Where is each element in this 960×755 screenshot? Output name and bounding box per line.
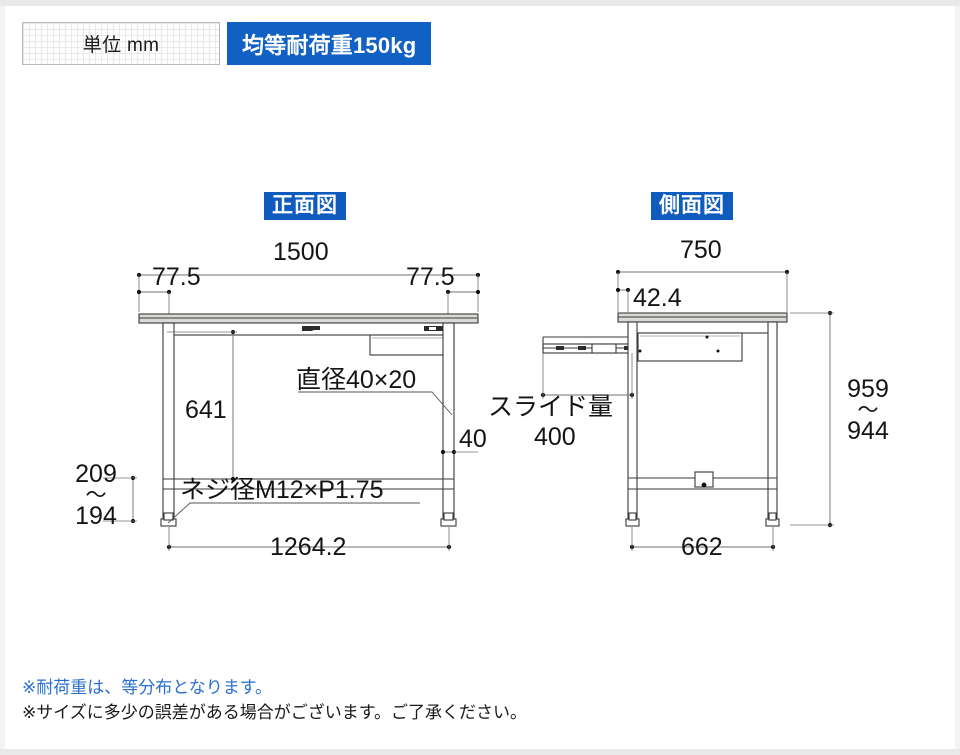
unit-badge-label: 単位 mm xyxy=(82,35,160,56)
side-dim-959-944 xyxy=(790,310,834,528)
side-view-geometry xyxy=(540,269,834,551)
side-callout-slide: スライド量 xyxy=(488,393,614,421)
page-left-rail xyxy=(0,6,5,749)
load-capacity-badge: 均等耐荷重150kg xyxy=(227,22,432,65)
unit-badge: 単位 mm xyxy=(22,22,220,65)
side-dim-424 xyxy=(615,287,631,312)
front-dim-label-775-right: 77.5 xyxy=(406,263,455,291)
header-badges: 単位 mm 均等耐荷重150kg xyxy=(22,22,432,65)
front-leader-caster xyxy=(298,391,453,416)
front-dim-label-40: 40 xyxy=(459,425,487,453)
total-height-max: 959 xyxy=(847,375,889,403)
side-dim-label-400: 400 xyxy=(534,423,576,451)
range-tilde-front: ～ xyxy=(85,484,107,507)
front-dim-label-1264: 1264.2 xyxy=(270,533,347,561)
front-dim-775-right xyxy=(445,289,481,315)
front-view-geometry xyxy=(103,272,481,551)
side-dim-label-height-range: 959 ～ 944 xyxy=(836,375,900,446)
footnote-load-distribution: ※耐荷重は、等分布となります。 xyxy=(22,678,273,697)
front-view-title: 正面図 xyxy=(264,192,346,220)
side-dim-label-424: 42.4 xyxy=(633,284,682,312)
side-dim-label-662: 662 xyxy=(681,533,723,561)
front-dim-209-194 xyxy=(103,475,137,524)
front-callout-caster: 直径40×20 xyxy=(296,366,417,394)
front-dim-1264 xyxy=(166,527,452,551)
side-view-title: 側面図 xyxy=(651,192,733,220)
range-tilde-side: ～ xyxy=(857,399,879,422)
foot-height-min: 194 xyxy=(75,502,117,531)
page-bottom-band xyxy=(0,749,960,755)
front-dim-641 xyxy=(167,329,237,482)
front-hardware-marks xyxy=(302,326,446,331)
front-leader-thread xyxy=(167,502,420,524)
front-callout-thread: ネジ径M12×P1.75 xyxy=(180,476,384,504)
total-height-min: 944 xyxy=(847,417,889,446)
footnote-size-tolerance: ※サイズに多少の誤差がある場合がございます。ご了承ください。 xyxy=(22,702,528,722)
front-dim-775-left xyxy=(136,289,172,315)
footnotes: ※耐荷重は、等分布となります。 ※サイズに多少の誤差がある場合がございます。ご了… xyxy=(22,676,527,725)
front-dim-label-775-left: 77.5 xyxy=(152,263,201,291)
front-dim-label-641: 641 xyxy=(185,396,227,424)
page-top-band xyxy=(0,0,960,6)
front-dim-label-foot-range: 209 ～ 194 xyxy=(64,460,128,531)
side-slide-rail xyxy=(542,336,639,354)
page-right-rail xyxy=(955,6,960,749)
front-dim-label-1500: 1500 xyxy=(273,238,329,266)
foot-height-max: 209 xyxy=(75,460,117,488)
front-dim-40 xyxy=(440,449,478,455)
side-dim-662 xyxy=(629,527,776,551)
side-dim-400 xyxy=(540,353,635,399)
side-dim-label-750: 750 xyxy=(680,236,722,264)
